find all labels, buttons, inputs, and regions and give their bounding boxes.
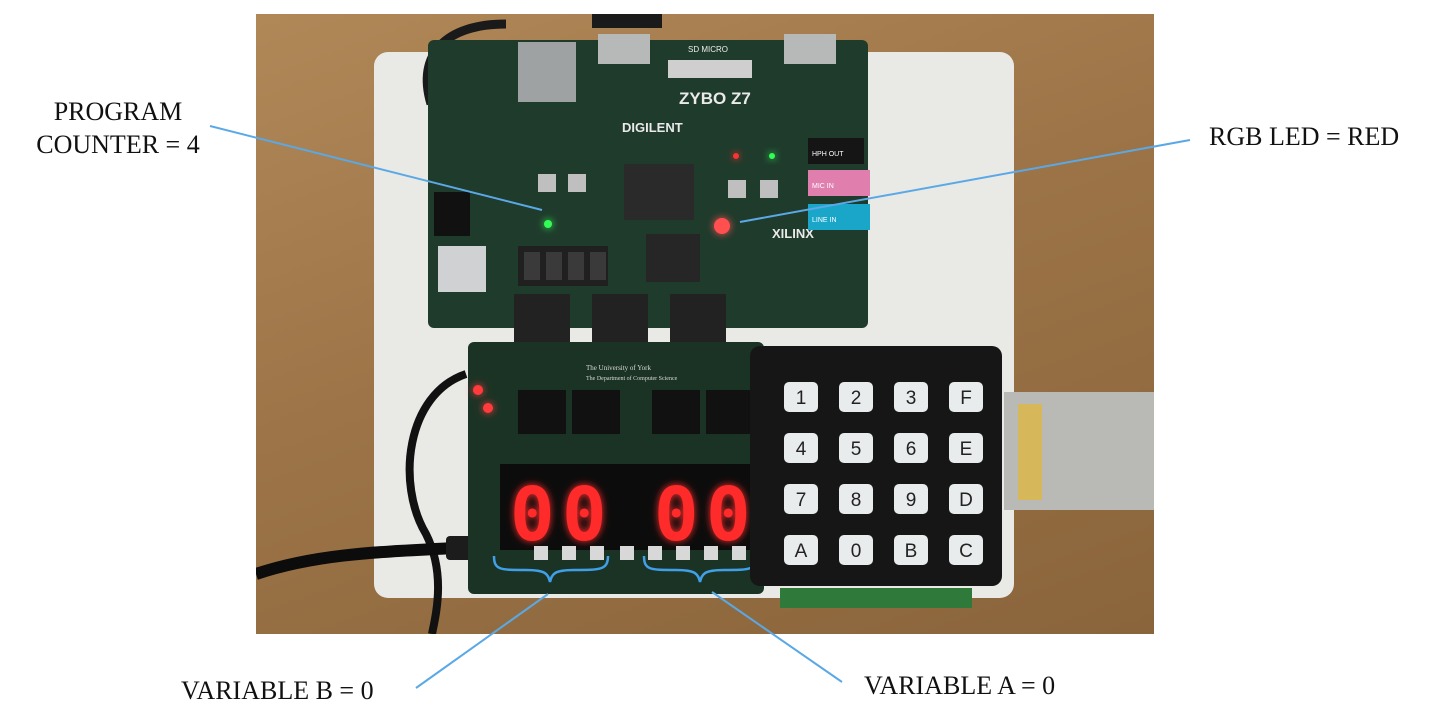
keypad-key: [949, 484, 983, 514]
variable-b-brace: [492, 555, 610, 583]
mic-in-label: MIC IN: [812, 183, 834, 190]
keypad-pcb: [780, 588, 972, 608]
display-buttons: [534, 546, 746, 560]
digilent-logo: DIGILENT: [622, 120, 683, 135]
ic-chip: [652, 390, 700, 434]
keypad-key: [949, 535, 983, 565]
university-label: The University of York: [586, 364, 651, 372]
zynq-chip: [624, 164, 694, 220]
xilinx-logo: XILINX: [772, 226, 814, 241]
keypad-key: [784, 382, 818, 412]
sd-label: SD MICRO: [688, 45, 728, 54]
keypad-key-label: 8: [851, 490, 862, 511]
indicator-led: [483, 403, 493, 413]
board-photo: SD MICRO ZYBO Z7 DIGILENT XILINX HPH OUT…: [256, 14, 1154, 634]
seven-segment-digit-a-low: 0: [706, 472, 751, 558]
variable-b-label: VARIABLE B = 0: [181, 676, 374, 705]
keypad-key: [839, 382, 873, 412]
pmod-header: [514, 294, 570, 342]
keypad-key-label: 6: [906, 439, 917, 460]
ddr-chip: [646, 234, 700, 282]
push-button: [568, 174, 586, 192]
department-label: The Department of Computer Science: [586, 375, 678, 382]
program-counter-label: PROGRAM COUNTER = 4: [36, 97, 200, 159]
keypad-key-label: D: [959, 490, 973, 511]
seven-segment-digit-b-high: 0: [510, 472, 555, 558]
hph-out-label: HPH OUT: [812, 151, 844, 158]
ic-chip: [706, 390, 754, 434]
variable-a-brace: [642, 555, 758, 583]
keypad-key: [894, 484, 928, 514]
keypad-key: [839, 484, 873, 514]
pmod-header: [670, 294, 726, 342]
zybo-logo: ZYBO Z7: [679, 89, 751, 108]
keypad-key-label: C: [959, 541, 973, 562]
hdmi-port: [598, 34, 650, 64]
keypad-key-label: 0: [851, 541, 862, 562]
keypad-key-label: A: [795, 541, 808, 562]
keypad-key: [949, 433, 983, 463]
uart-header: [434, 192, 470, 236]
keypad-key: [839, 535, 873, 565]
variable-a-label: VARIABLE A = 0: [864, 671, 1056, 700]
pmod-header: [592, 294, 648, 342]
rgb-led-label: RGB LED = RED: [1209, 122, 1400, 151]
switch-3: [590, 252, 606, 280]
hdmi-port-2: [784, 34, 836, 64]
keypad-key: [894, 433, 928, 463]
seven-segment-digit-a-high: 0: [654, 472, 699, 558]
rgb-led: [714, 218, 730, 234]
status-led: [769, 153, 775, 159]
switch-0: [524, 252, 540, 280]
hdmi-cable: [592, 14, 662, 28]
serial-connector-band: [1018, 404, 1042, 500]
usb-host-port: [438, 246, 486, 292]
status-led: [733, 153, 739, 159]
line-in-label: LINE IN: [812, 217, 837, 224]
keypad-key-label: 5: [851, 439, 862, 460]
keypad-key-label: B: [905, 541, 918, 562]
push-button: [760, 180, 778, 198]
keypad-key-label: E: [960, 439, 973, 460]
ic-chip: [518, 390, 566, 434]
indicator-led: [473, 385, 483, 395]
keypad-key-label: 4: [796, 439, 807, 460]
keypad-key-label: 7: [796, 490, 807, 511]
switch-1: [546, 252, 562, 280]
barrel-cable: [256, 542, 457, 580]
seven-segment-housing: [500, 464, 758, 550]
ethernet-port: [518, 42, 576, 102]
keypad-key: [949, 382, 983, 412]
ic-chip: [572, 390, 620, 434]
keypad-key-label: 2: [851, 388, 862, 409]
keypad-key-label: 1: [796, 388, 807, 409]
push-button: [538, 174, 556, 192]
sd-slot: [668, 60, 752, 78]
program-counter-led: [544, 220, 552, 228]
keypad-key: [784, 535, 818, 565]
keypad-keys: 1 2 3 F 4 5 6 E 7 8 9 D A 0 B C: [784, 382, 983, 565]
keypad-key-label: 9: [906, 490, 917, 511]
keypad-key: [784, 433, 818, 463]
keypad-key: [784, 484, 818, 514]
push-button: [728, 180, 746, 198]
keypad-key: [894, 382, 928, 412]
switch-2: [568, 252, 584, 280]
keypad-key-label: 3: [906, 388, 917, 409]
keypad-key: [839, 433, 873, 463]
keypad-key-label: F: [960, 388, 972, 409]
seven-segment-digit-b-low: 0: [562, 472, 607, 558]
keypad-key: [894, 535, 928, 565]
